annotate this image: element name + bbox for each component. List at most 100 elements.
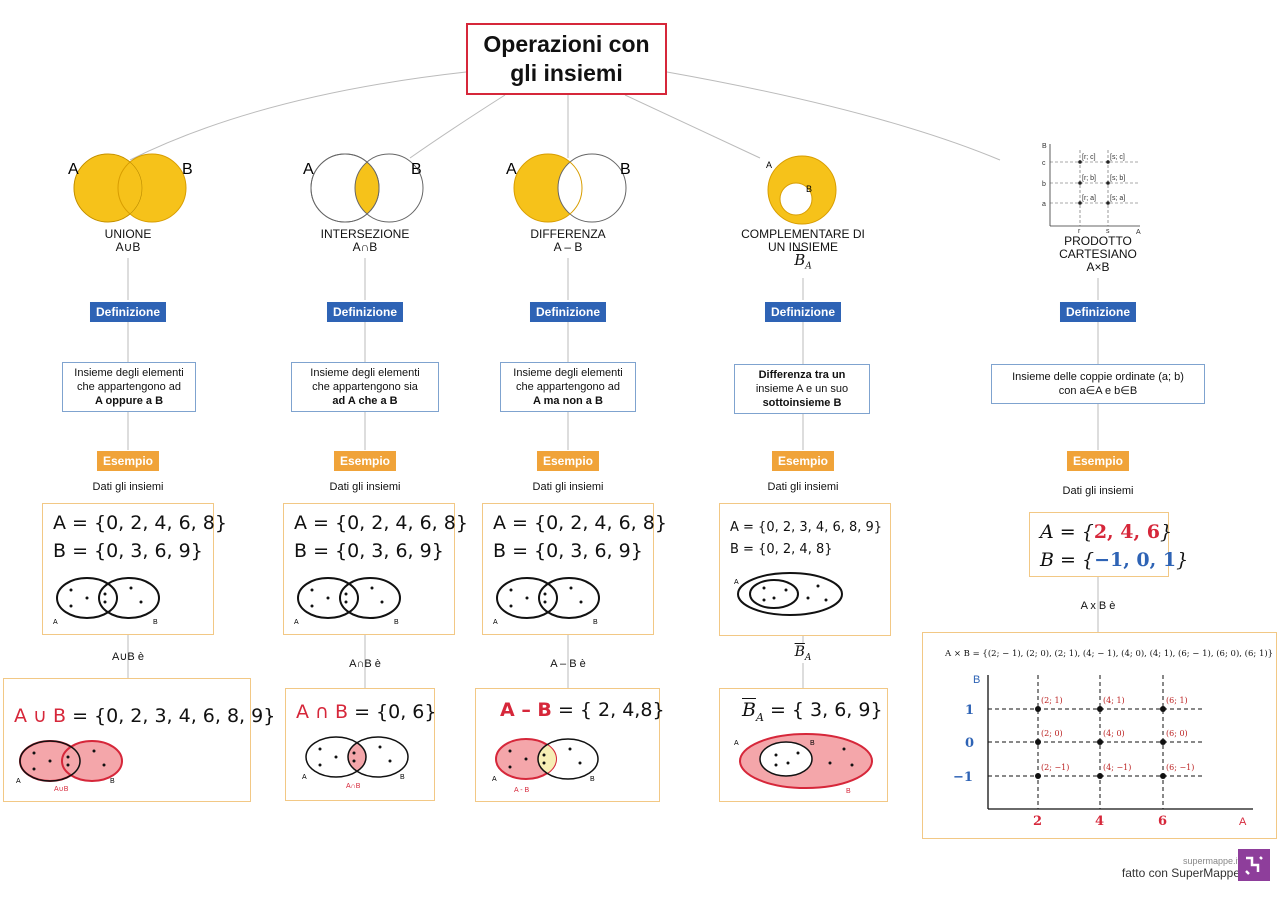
set-b-definition: B = {0, 3, 6, 9} xyxy=(53,540,203,562)
set-a-label: A xyxy=(303,161,314,178)
axis-a-label: A xyxy=(1239,816,1247,828)
example-box-complement: A = {0, 2, 3, 4, 6, 8, 9} B = {0, 2, 4, … xyxy=(719,503,891,636)
set-a-label: A xyxy=(493,619,498,626)
x-tick-label: 4 xyxy=(1095,814,1104,829)
result-box-difference: A – B = { 2, 4,8} A B A - B xyxy=(475,688,665,802)
example-venn: A B xyxy=(493,577,600,626)
set-a-label: A xyxy=(766,160,772,170)
y-tick-label: −1 xyxy=(953,770,973,785)
result-set: = {0, 6} xyxy=(354,701,437,723)
pair-label: (4; 0) xyxy=(1103,729,1125,738)
union-venn-icon: A B xyxy=(68,153,193,223)
example-venn: A B xyxy=(53,577,160,626)
definition-box-cartesian: Insieme delle coppie ordinate (a; b)con … xyxy=(991,364,1205,404)
set-a-label: A xyxy=(734,740,739,747)
example-box-intersection: A = {0, 2, 4, 6, 8} B = {0, 3, 6, 9} A B xyxy=(283,503,468,635)
col-label-r: r xyxy=(1078,228,1081,235)
intersection-venn-icon: A B xyxy=(303,153,424,223)
example-venn: A xyxy=(734,572,843,616)
set-b-label: B xyxy=(110,778,115,785)
set-a-label: A xyxy=(734,579,739,586)
pair-label: (2; 0) xyxy=(1041,729,1063,738)
pair-label: (6; 1) xyxy=(1166,696,1188,705)
example-venn: A B xyxy=(294,577,401,626)
example-box-difference: A = {0, 2, 4, 6, 8} B = {0, 3, 6, 9} A B xyxy=(482,503,667,635)
set-a-definition: A = {2, 4, 6} xyxy=(1040,521,1173,543)
set-b-definition: B = {0, 2, 4, 8} xyxy=(730,542,833,557)
given-sets-label: Dati gli insiemi xyxy=(767,481,839,493)
definition-tag: Definizione xyxy=(529,302,607,322)
given-sets-label: Dati gli insiemi xyxy=(329,481,401,493)
pair-label: [s; c] xyxy=(1110,154,1125,161)
pair-label: [r; a] xyxy=(1082,195,1096,202)
set-b-label: B xyxy=(182,161,193,178)
result-box-union: A ∪ B = {0, 2, 3, 4, 6, 8, 9} A B A∪B xyxy=(3,678,275,802)
pair-label: (2; −1) xyxy=(1041,763,1069,772)
set-a-label: A xyxy=(68,161,79,178)
set-a-label: A xyxy=(294,619,299,626)
result-set: = { 2, 4,8} xyxy=(557,699,665,721)
result-caption: A∩B xyxy=(346,783,361,790)
result-prefix: B xyxy=(742,699,756,721)
set-a-label: A xyxy=(16,778,21,785)
footer-site: supermappe.it xyxy=(1182,856,1240,866)
result-box-intersection: A ∩ B = {0, 6} A B A∩B xyxy=(285,688,437,801)
map-title: Operazioni con gli insiemi xyxy=(466,23,667,95)
footer-brand: fatto con SuperMappe xyxy=(1121,866,1240,880)
result-arrow-label: A∩B è xyxy=(349,658,381,670)
set-a-label: A xyxy=(53,619,58,626)
example-tag: Esempio xyxy=(96,451,160,471)
example-tag: Esempio xyxy=(333,451,397,471)
set-b-definition: B = {−1, 0, 1} xyxy=(1040,549,1189,571)
given-sets-label: Dati gli insiemi xyxy=(1062,485,1134,497)
x-tick-label: 2 xyxy=(1033,814,1042,829)
result-caption: B xyxy=(846,788,851,795)
col-label-s: s xyxy=(1106,228,1110,235)
definition-tag: Definizione xyxy=(764,302,842,322)
cartesian-mini-plot: B A c b a r s [r; c] [s; c] [r; b] [s; b… xyxy=(1042,143,1141,235)
set-b-label: B xyxy=(806,184,812,194)
result-caption: A∪B xyxy=(54,786,69,793)
cartesian-plot: (2; 1) (4; 1) (6; 1) (2; 0) (4; 0) (6; 0… xyxy=(953,674,1253,829)
given-sets-label: Dati gli insiemi xyxy=(92,481,164,493)
set-b-definition: B = {0, 3, 6, 9} xyxy=(493,540,643,562)
result-prefix: A ∪ B xyxy=(14,705,67,727)
set-b-label: B xyxy=(590,776,595,783)
set-b-label: B xyxy=(394,619,399,626)
example-box-cartesian: A = {2, 4, 6} B = {−1, 0, 1} xyxy=(1029,512,1188,577)
result-arrow-label: A – B è xyxy=(550,658,586,670)
example-tag: Esempio xyxy=(1066,451,1130,471)
x-tick-label: 6 xyxy=(1158,814,1167,829)
pair-label: (4; 1) xyxy=(1103,696,1125,705)
set-a-definition: A = {0, 2, 4, 6, 8} xyxy=(493,512,667,534)
axis-b-label: B xyxy=(1042,143,1047,150)
set-b-label: B xyxy=(411,161,422,178)
result-box-cartesian: A × B = {(2; − 1), (2; 0), (2; 1), (4; −… xyxy=(922,632,1277,839)
row-label-b: b xyxy=(1042,181,1046,188)
result-venn: A B B xyxy=(734,733,873,795)
result-venn: A B A - B xyxy=(492,738,599,794)
example-tag: Esempio xyxy=(771,451,835,471)
set-a-label: A xyxy=(506,161,517,178)
result-prefix: A ∩ B xyxy=(296,701,349,723)
axis-a-label: A xyxy=(1136,229,1141,235)
result-caption: A - B xyxy=(514,787,530,794)
set-a-definition: A = {0, 2, 4, 6, 8} xyxy=(294,512,468,534)
pair-label: (2; 1) xyxy=(1041,696,1063,705)
pair-label: (6; 0) xyxy=(1166,729,1188,738)
difference-venn-icon: A B xyxy=(506,153,631,223)
result-venn: A B A∩B xyxy=(302,736,409,790)
pair-label: [s; b] xyxy=(1110,175,1125,182)
example-box-union: A = {0, 2, 4, 6, 8} B = {0, 3, 6, 9} A B xyxy=(42,503,227,635)
y-tick-label: 1 xyxy=(965,703,974,718)
footer: supermappe.it fatto con SuperMappe xyxy=(1122,856,1240,880)
set-b-label: B xyxy=(620,161,631,178)
pair-label: [r; c] xyxy=(1082,154,1096,161)
